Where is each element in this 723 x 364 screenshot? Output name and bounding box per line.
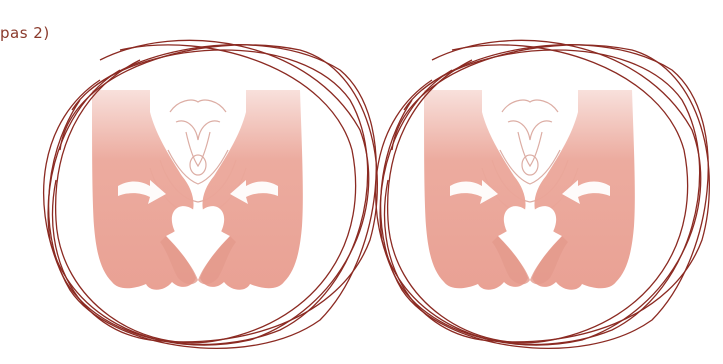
hands-diagram-icon <box>424 90 635 290</box>
hands-diagram-icon <box>92 90 303 290</box>
panel-right <box>376 40 710 348</box>
panel-left <box>44 40 378 348</box>
